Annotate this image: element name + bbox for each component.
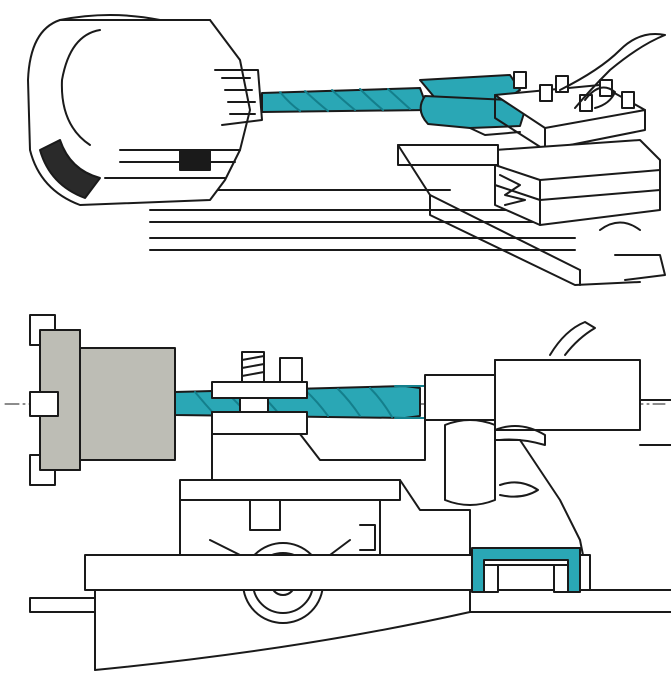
bottom-chuck bbox=[29, 314, 176, 486]
top-drill-bit bbox=[261, 87, 429, 113]
top-chuck bbox=[27, 14, 263, 206]
bottom-panel bbox=[4, 314, 671, 671]
bottom-bed-clamp bbox=[471, 547, 581, 593]
top-clamp-screws bbox=[513, 71, 635, 112]
top-panel bbox=[27, 14, 666, 286]
bottom-bed bbox=[29, 554, 671, 671]
top-tool-post bbox=[494, 33, 666, 151]
top-compound-slide bbox=[397, 139, 666, 286]
bottom-tool-post bbox=[211, 351, 308, 435]
bottom-tailstock bbox=[424, 321, 671, 446]
